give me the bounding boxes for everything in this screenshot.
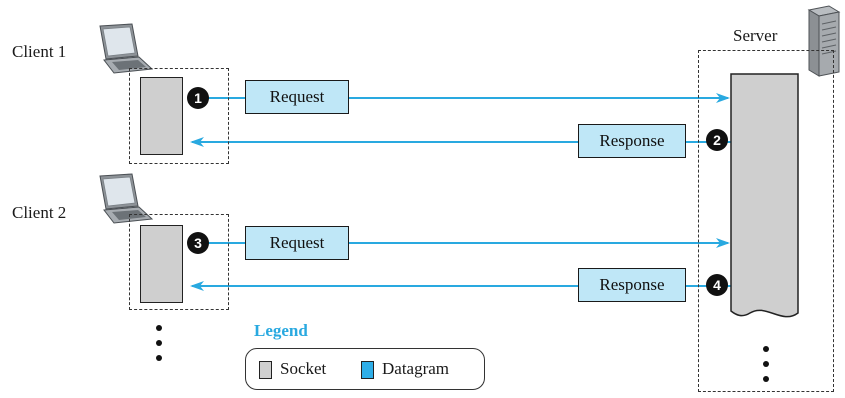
response-datagram-4: Response	[578, 268, 686, 302]
step-1-badge: 1	[187, 87, 209, 109]
server-tower-icon	[807, 5, 841, 77]
more-server-sockets-dot	[763, 361, 769, 367]
laptop-icon	[99, 23, 154, 74]
more-clients-dot	[156, 325, 162, 331]
more-server-sockets-dot	[763, 376, 769, 382]
legend-socket-label: Socket	[280, 359, 327, 378]
laptop-icon	[99, 173, 154, 224]
request-datagram-1: Request	[245, 80, 349, 114]
step-4-badge: 4	[706, 274, 728, 296]
legend-socket-swatch	[259, 361, 272, 379]
request-datagram-3: Request	[245, 226, 349, 260]
client-1-socket	[140, 77, 183, 155]
client-1-label: Client 1	[12, 42, 67, 61]
legend-datagram-swatch	[361, 361, 374, 379]
client-2-process-box	[129, 214, 229, 310]
server-process-box	[698, 50, 834, 392]
more-clients-dot	[156, 355, 162, 361]
more-clients-dot	[156, 340, 162, 346]
client-1-process-box	[129, 68, 229, 164]
more-server-sockets-dot	[763, 346, 769, 352]
response-datagram-2: Response	[578, 124, 686, 158]
server-socket	[730, 73, 799, 318]
legend-box: Socket Datagram	[245, 348, 485, 390]
legend-title: Legend	[254, 321, 308, 340]
server-label: Server	[733, 26, 778, 45]
client-2-label: Client 2	[12, 203, 67, 222]
legend-datagram-label: Datagram	[382, 359, 450, 378]
step-2-badge: 2	[706, 129, 728, 151]
step-3-badge: 3	[187, 232, 209, 254]
client-2-socket	[140, 225, 183, 303]
